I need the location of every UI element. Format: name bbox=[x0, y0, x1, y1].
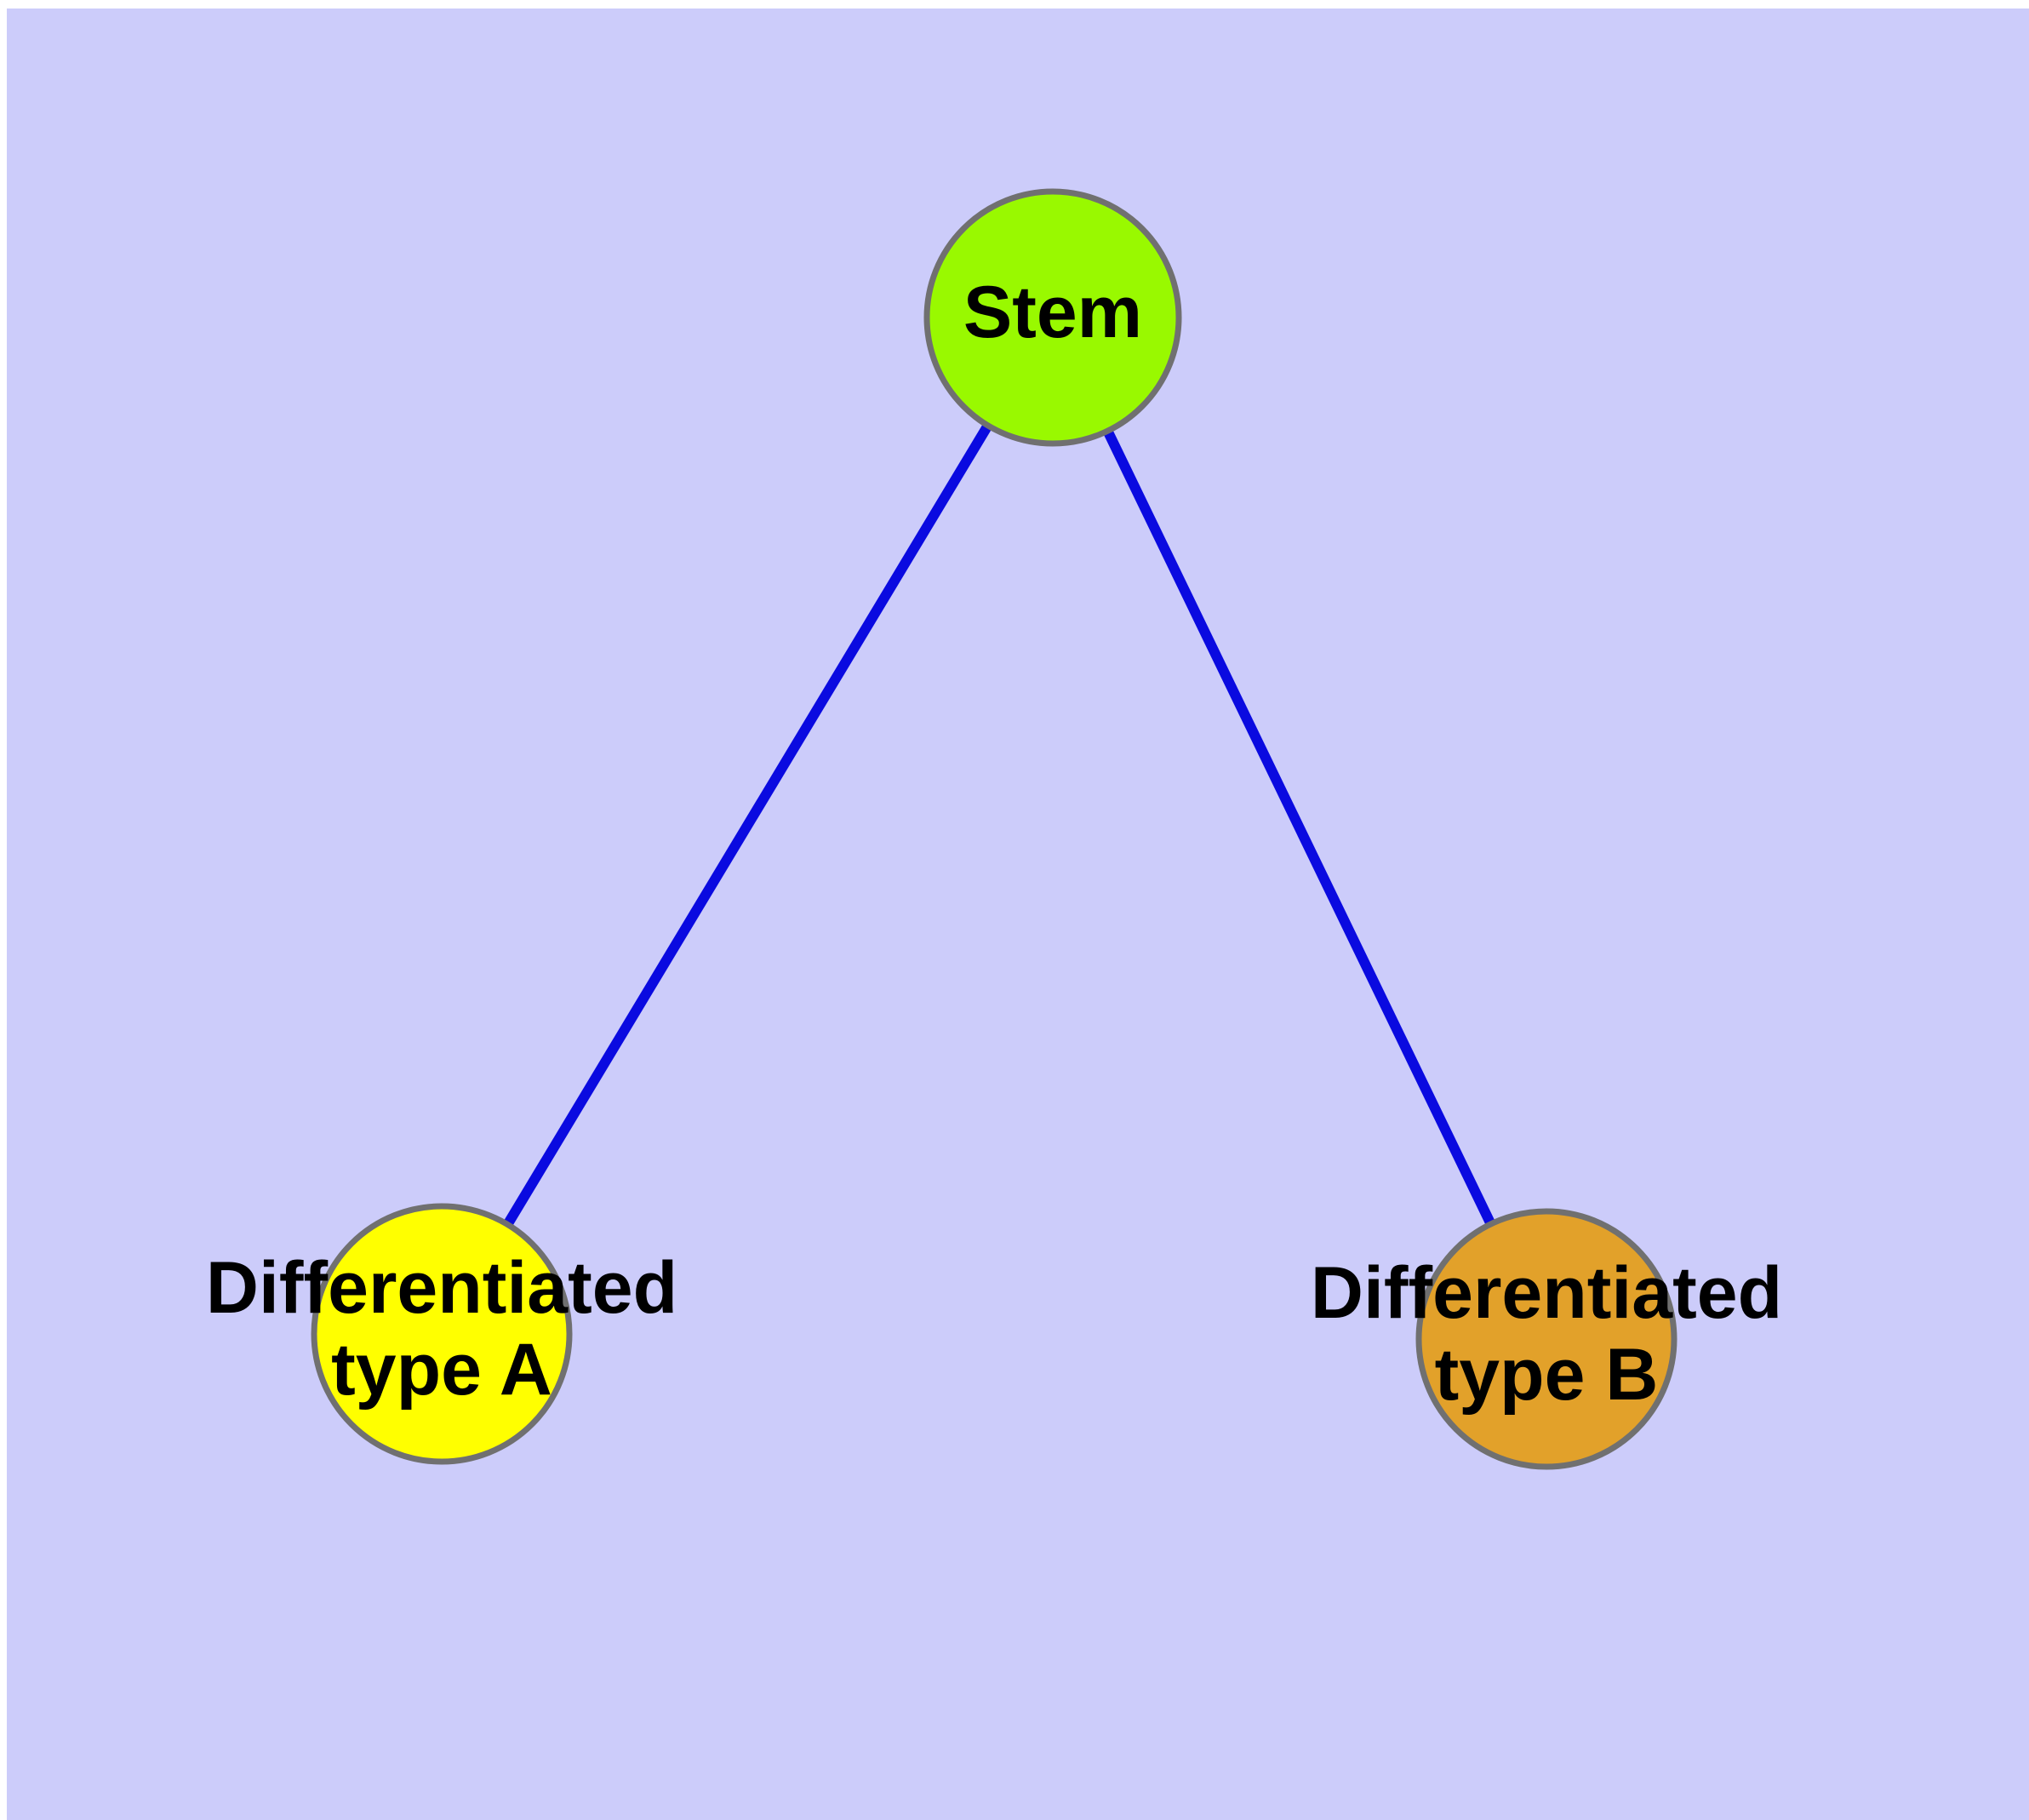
label-line: type A bbox=[331, 1329, 552, 1411]
graph-node-diff_a[interactable] bbox=[311, 1203, 573, 1465]
nodes-group bbox=[311, 188, 1677, 1470]
graph-edge bbox=[1097, 418, 1501, 1238]
label-line: type B bbox=[1435, 1334, 1659, 1416]
label-line: Differentiated bbox=[206, 1247, 677, 1329]
edges-group bbox=[496, 412, 1501, 1238]
graph-node-label-stem: Stem bbox=[963, 272, 1142, 353]
graph-node-diff_b[interactable] bbox=[1415, 1208, 1677, 1470]
graph-edge bbox=[496, 412, 999, 1238]
graph-node-stem[interactable] bbox=[923, 188, 1182, 447]
label-line: Stem bbox=[963, 272, 1142, 353]
label-line: Differentiated bbox=[1311, 1252, 1782, 1334]
